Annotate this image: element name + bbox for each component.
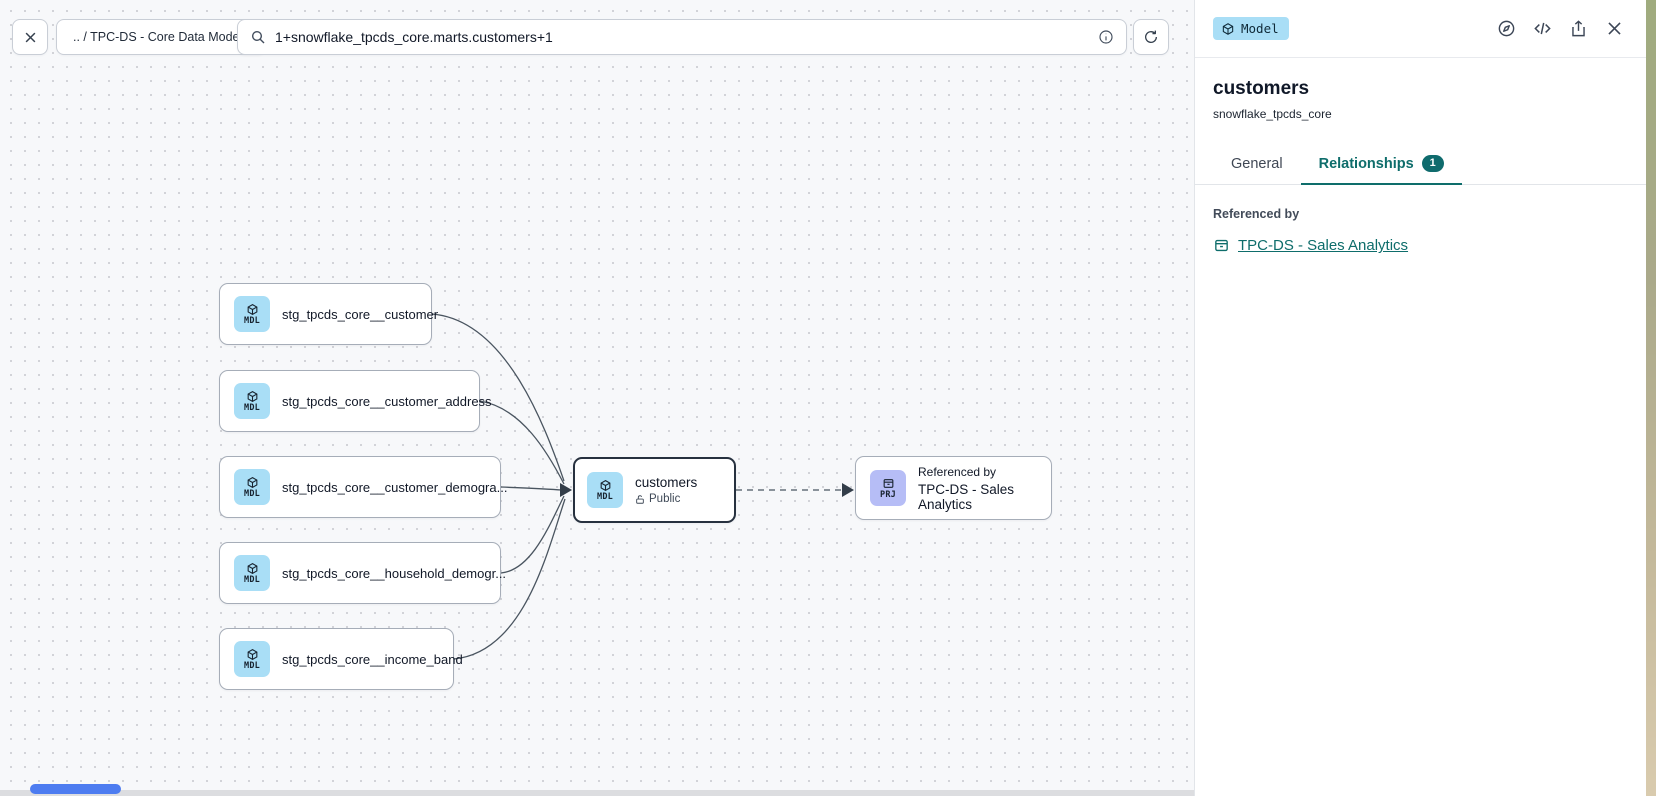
arrowhead-into-customers xyxy=(560,483,572,497)
tab-general[interactable]: General xyxy=(1213,146,1301,184)
cube-icon xyxy=(600,479,610,491)
tab-relationships[interactable]: Relationships 1 xyxy=(1300,145,1463,186)
referenced-by-heading: Referenced by xyxy=(1213,207,1300,222)
breadcrumb-label: .. / TPC-DS - Core Data Models xyxy=(73,30,249,44)
horizontal-scrollbar-track[interactable] xyxy=(0,790,1646,796)
node-label: stg_tpcds_core__household_demogr... xyxy=(282,565,507,581)
schema-subtitle: snowflake_tpcds_core xyxy=(1213,107,1332,121)
node-stg-customer[interactable]: MDL stg_tpcds_core__customer xyxy=(219,283,438,345)
close-lineage-button[interactable] xyxy=(12,19,48,55)
referenced-by-link-label: TPC-DS - Sales Analytics xyxy=(1238,237,1409,255)
refresh-button[interactable] xyxy=(1133,19,1169,55)
info-icon[interactable] xyxy=(1098,29,1114,45)
search-icon xyxy=(251,30,265,44)
referenced-by-caption: Referenced by xyxy=(918,464,997,479)
node-type-label: MDL xyxy=(244,574,260,585)
archive-box-icon xyxy=(1215,240,1228,252)
node-label: stg_tpcds_core__customer xyxy=(282,306,439,322)
node-customers-selected[interactable]: MDL customers Public xyxy=(573,457,736,523)
tab-general-label: General xyxy=(1231,156,1283,173)
node-type-label: MDL xyxy=(244,660,260,671)
cube-icon xyxy=(247,648,257,660)
model-tile: MDL xyxy=(587,472,623,508)
node-type-label: MDL xyxy=(244,315,260,326)
wallpaper-edge-strip xyxy=(1646,0,1656,796)
node-label: customers xyxy=(635,475,698,490)
model-tile: MDL xyxy=(234,555,270,591)
panel-header: Model xyxy=(1195,0,1646,58)
cube-icon xyxy=(247,562,257,574)
archive-box-icon xyxy=(883,478,893,488)
model-tile: MDL xyxy=(234,383,270,419)
breadcrumb[interactable]: .. / TPC-DS - Core Data Models xyxy=(56,19,266,55)
node-stg-customer-address[interactable]: MDL stg_tpcds_core__customer_address xyxy=(219,370,492,432)
details-panel: Model customers snowflake_tpcds_core Gen… xyxy=(1194,0,1646,796)
explore-compass-icon[interactable] xyxy=(1497,19,1516,38)
model-type-label: Model xyxy=(1241,21,1279,36)
node-label: stg_tpcds_core__customer_demogra... xyxy=(282,479,508,495)
refresh-icon xyxy=(1145,30,1157,43)
model-tile: MDL xyxy=(234,469,270,505)
model-tile: MDL xyxy=(234,641,270,677)
horizontal-scrollbar-thumb[interactable] xyxy=(30,784,121,794)
node-label: TPC-DS - Sales Analytics xyxy=(918,481,1015,512)
node-label: stg_tpcds_core__income_band xyxy=(282,651,463,667)
panel-tabs: General Relationships 1 xyxy=(1195,145,1646,186)
lineage-search-bar[interactable] xyxy=(237,19,1127,55)
cube-icon xyxy=(247,476,257,488)
node-type-label: PRJ xyxy=(880,489,896,500)
model-tile: MDL xyxy=(234,296,270,332)
page-title: customers xyxy=(1213,78,1310,99)
node-project-sales-analytics[interactable]: PRJ Referenced by TPC-DS - Sales Analyti… xyxy=(855,456,1052,520)
node-label: stg_tpcds_core__customer_address xyxy=(282,393,492,409)
node-type-label: MDL xyxy=(244,488,260,499)
node-stg-income-band[interactable]: MDL stg_tpcds_core__income_band xyxy=(219,628,463,690)
cube-icon xyxy=(247,390,257,402)
lineage-edges xyxy=(431,313,854,660)
visibility-label: Public xyxy=(649,493,681,505)
cube-icon xyxy=(1222,22,1234,35)
search-input[interactable] xyxy=(275,29,1089,45)
relationships-tab-content: Referenced by TPC-DS - Sales Analytics xyxy=(1195,185,1646,276)
model-type-badge: Model xyxy=(1213,17,1289,40)
share-icon[interactable] xyxy=(1569,19,1588,38)
node-type-label: MDL xyxy=(244,402,260,413)
referenced-by-project-link[interactable]: TPC-DS - Sales Analytics xyxy=(1213,237,1628,254)
arrowhead-into-project xyxy=(842,483,854,497)
close-icon xyxy=(25,32,35,42)
relationships-count-badge: 1 xyxy=(1421,155,1444,173)
close-panel-icon[interactable] xyxy=(1605,19,1624,38)
cube-icon xyxy=(247,303,257,315)
node-stg-customer-demographics[interactable]: MDL stg_tpcds_core__customer_demogra... xyxy=(219,456,507,518)
node-stg-household-demographics[interactable]: MDL stg_tpcds_core__household_demogr... xyxy=(219,542,506,604)
code-icon[interactable] xyxy=(1533,19,1552,38)
project-tile: PRJ xyxy=(870,470,906,506)
open-lock-icon xyxy=(636,494,644,504)
node-type-label: MDL xyxy=(597,491,613,502)
tab-relationships-label: Relationships xyxy=(1318,155,1414,172)
